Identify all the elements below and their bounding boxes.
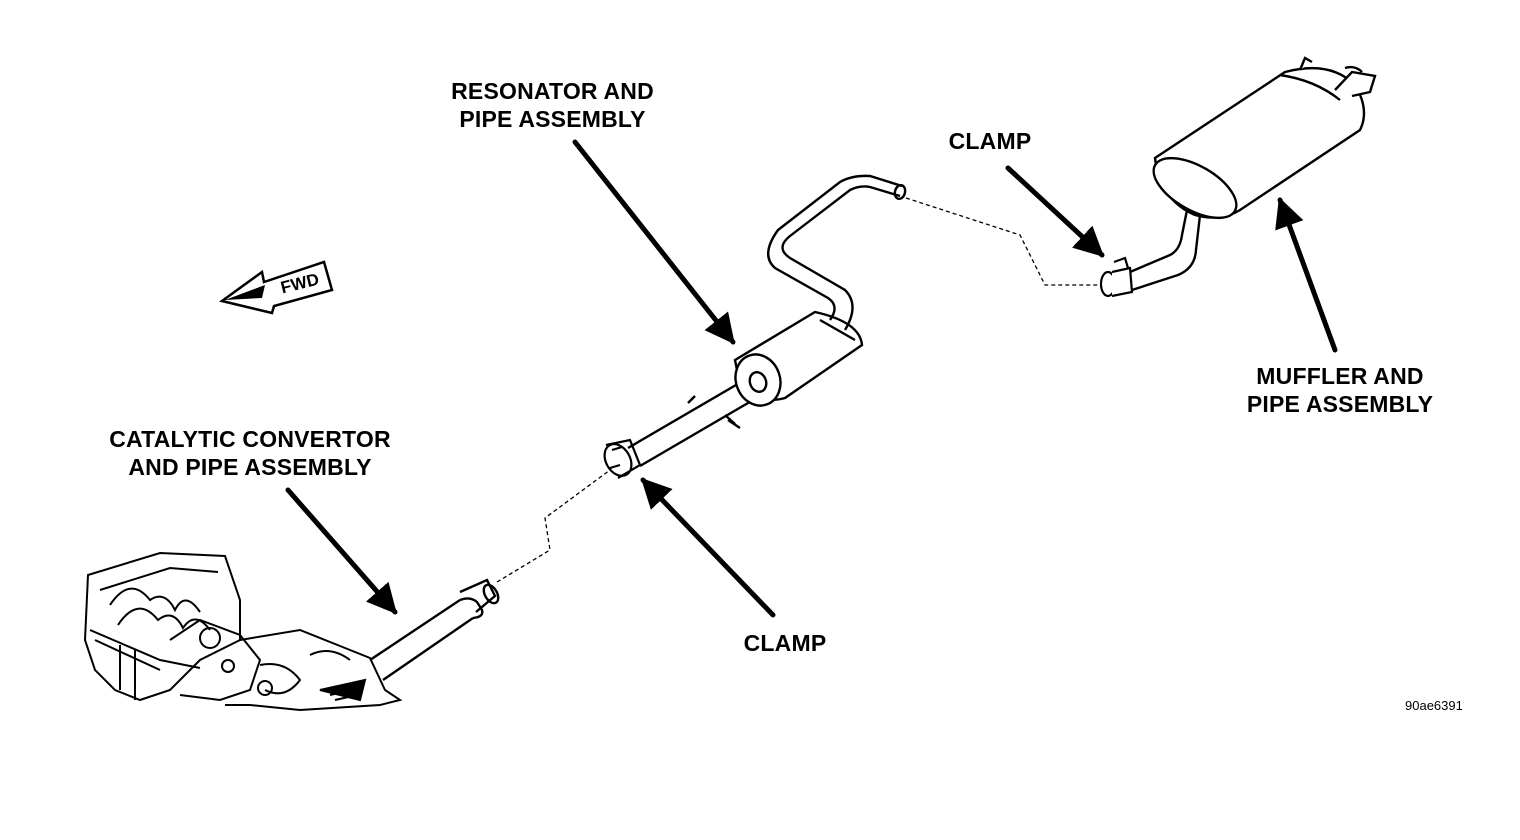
catalytic-leader-arrow <box>285 487 398 615</box>
lower-clamp-leader-arrow <box>640 477 776 618</box>
figure-id: 90ae6391 <box>1405 698 1463 713</box>
muffler-label: MUFFLER AND PIPE ASSEMBLY <box>1220 362 1460 418</box>
catalytic-label-line-2: AND PIPE ASSEMBLY <box>128 454 372 480</box>
upper-clamp-label: CLAMP <box>930 127 1050 155</box>
resonator-body <box>733 310 864 407</box>
lower-clamp <box>603 438 642 479</box>
upper-clamp-leader-arrow <box>1005 165 1105 258</box>
engine-drawing <box>83 551 403 712</box>
resonator-leader-arrow <box>572 139 736 345</box>
connection-line-lower <box>496 469 611 583</box>
resonator-pipe <box>627 376 761 468</box>
connection-line-upper <box>905 197 1100 286</box>
muffler-leader-arrow <box>1275 197 1338 353</box>
muffler-label-line-2: PIPE ASSEMBLY <box>1246 391 1434 417</box>
muffler-label-line-1: MUFFLER AND <box>1256 363 1424 389</box>
upper-clamp-label-text: CLAMP <box>948 128 1032 154</box>
resonator-label-line-2: PIPE ASSEMBLY <box>459 106 646 132</box>
forward-direction-arrow: FWD <box>219 260 334 315</box>
resonator-label: RESONATOR AND PIPE ASSEMBLY <box>420 77 685 133</box>
resonator-outlet-pipe <box>767 174 907 331</box>
lower-clamp-label-text: CLAMP <box>743 630 827 656</box>
leader-arrows <box>285 139 1338 618</box>
catalytic-label-line-1: CATALYTIC CONVERTOR <box>109 426 391 452</box>
catalytic-converter-pipe <box>369 578 500 681</box>
muffler-body <box>1152 56 1377 220</box>
lower-clamp-label: CLAMP <box>725 629 845 657</box>
resonator-label-line-1: RESONATOR AND <box>451 78 654 104</box>
upper-clamp <box>1099 256 1134 298</box>
catalytic-label: CATALYTIC CONVERTOR AND PIPE ASSEMBLY <box>75 425 425 481</box>
